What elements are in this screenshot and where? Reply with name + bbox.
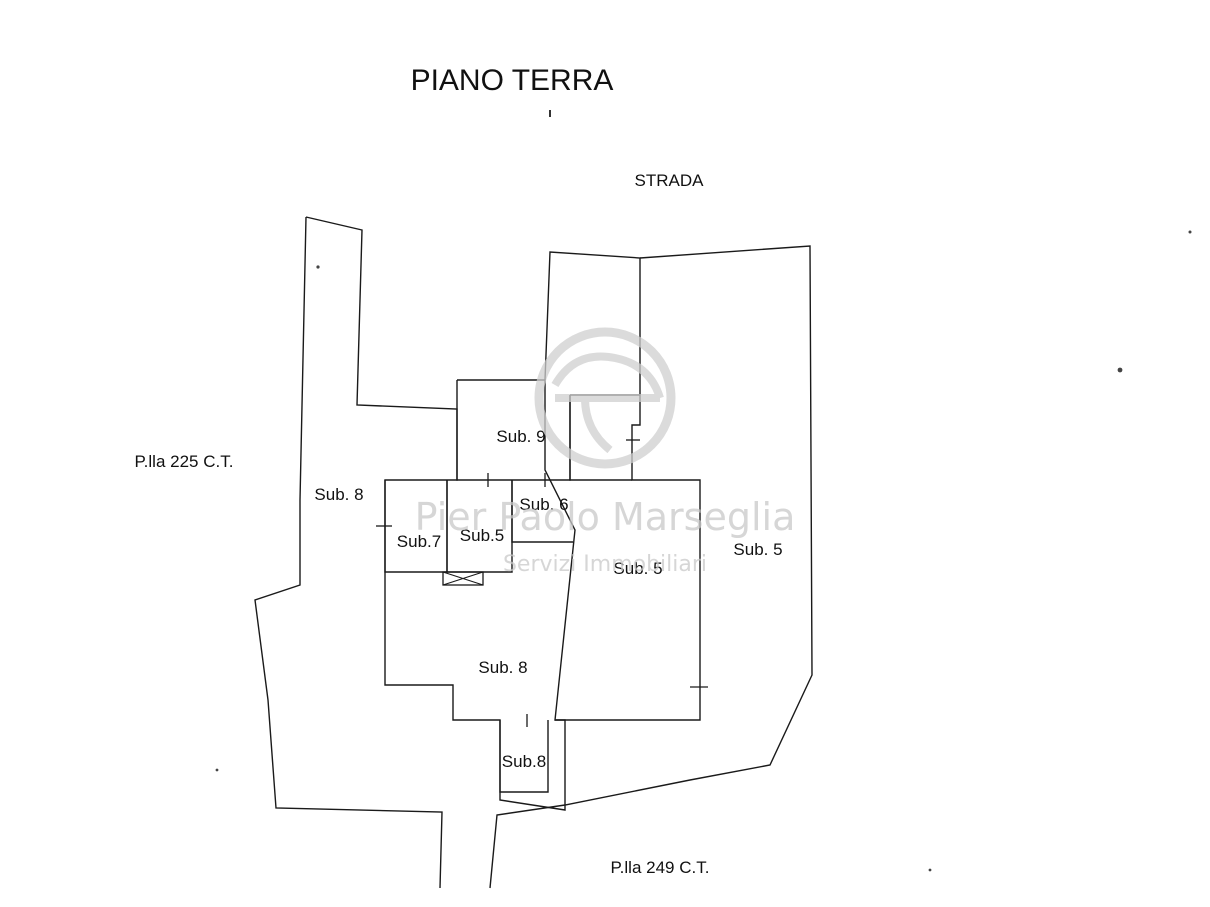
room-sub8-center-label: Sub. 8 [478,658,527,677]
room-sub5-center-label: Sub. 5 [613,559,662,578]
door-ticks [376,439,708,727]
watermark: Pier Paolo Marseglia Servizi Immobiliari [415,327,796,577]
sub8-small-outline [499,720,549,793]
shaft-symbol [442,571,484,586]
watermark-tagline: Servizi Immobiliari [503,552,707,577]
parcel-bottom-label: P.lla 249 C.T. [611,858,710,877]
east-sub5-outline [489,245,813,889]
north-strip-outline [544,251,641,395]
room-sub6-label: Sub. 6 [519,495,568,514]
room-sub8-west-label: Sub. 8 [314,485,363,504]
room-sub5-small-label: Sub.5 [460,526,504,545]
scan-marks [215,230,1192,872]
sub6-outline [511,480,573,543]
room-sub7-label: Sub.7 [397,532,441,551]
watermark-name: Pier Paolo Marseglia [415,495,796,539]
room-sub8-small-label: Sub.8 [502,752,546,771]
room-sub5-east-label: Sub. 5 [733,540,782,559]
west-sub8-outline [254,216,576,889]
street-label: STRADA [635,171,705,190]
sub9-outline [456,380,571,481]
watermark-logo-icon [534,327,676,469]
room-sub9-label: Sub. 9 [496,427,545,446]
plan-title: PIANO TERRA [411,64,614,97]
parcel-left-label: P.lla 225 C.T. [135,452,234,471]
